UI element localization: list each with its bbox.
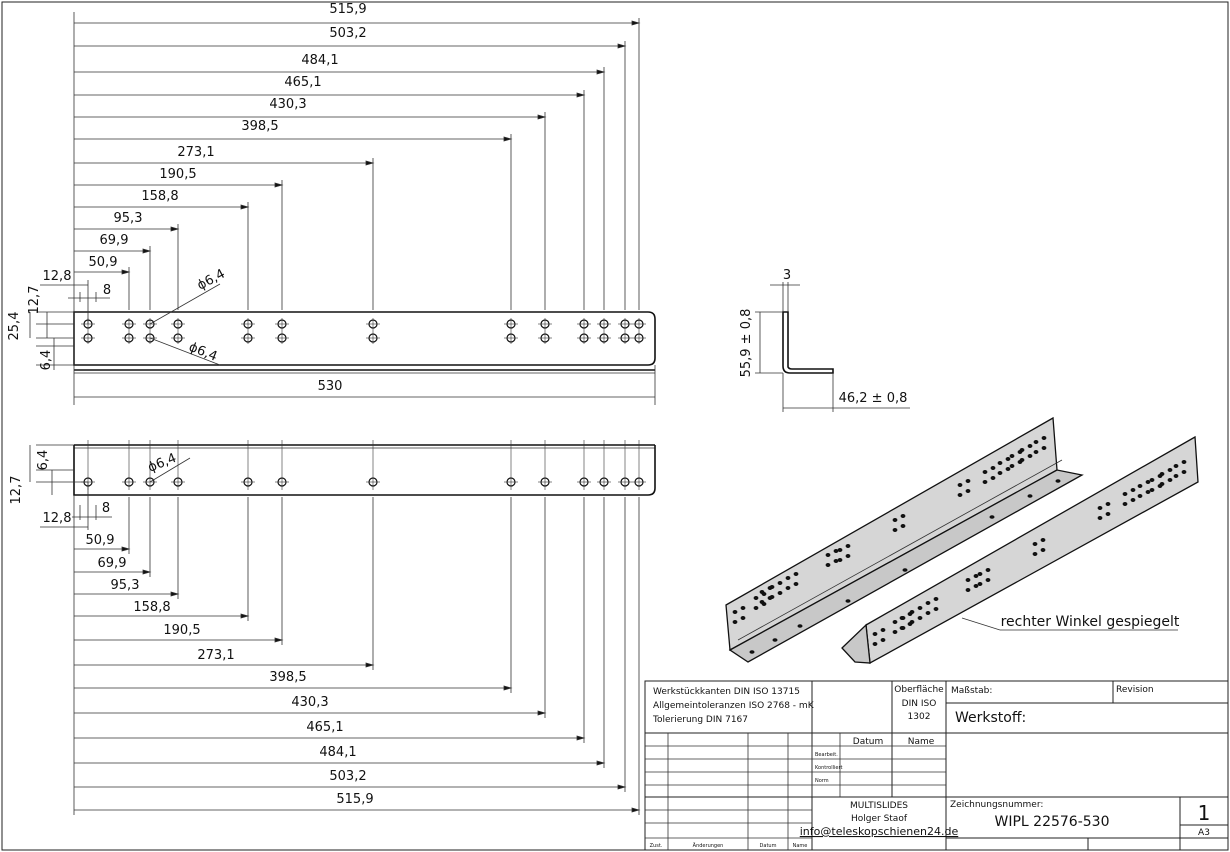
plate-outline-bottom bbox=[73, 445, 656, 496]
dim-503-2-top: 503,2 bbox=[329, 26, 366, 41]
drawing-number: WIPL 22576-530 bbox=[995, 814, 1110, 830]
general-note-2: Allgemeintoleranzen ISO 2768 - mK bbox=[653, 701, 815, 711]
dim-8-bottom: 8 bbox=[102, 501, 110, 516]
dim-thickness: 3 bbox=[783, 268, 791, 283]
dim-503-2-bottom: 503,2 bbox=[329, 769, 366, 784]
dim-50-9-top: 50,9 bbox=[89, 255, 118, 270]
dim-height: 55,9 ± 0,8 bbox=[739, 309, 754, 378]
dim-50-9-bottom: 50,9 bbox=[86, 533, 115, 548]
plate-outline-top bbox=[73, 311, 656, 366]
dim-6-4-top: 6,4 bbox=[39, 350, 54, 371]
section-view: 3 55,9 ± 0,8 46,2 ± 0,8 bbox=[739, 268, 910, 412]
dim-465-1-top: 465,1 bbox=[284, 75, 321, 90]
dim-273-1-top: 273,1 bbox=[177, 145, 214, 160]
top-view: 515,9 503,2 484,1 465,1 430,3 398,5 273,… bbox=[7, 2, 656, 405]
dim-398-5-bottom: 398,5 bbox=[269, 670, 306, 685]
surface-3: 1302 bbox=[908, 712, 931, 722]
dim-465-1-bottom: 465,1 bbox=[306, 720, 343, 735]
row-label-2: Kontrolliert bbox=[815, 765, 843, 771]
dim-8-top: 8 bbox=[103, 283, 111, 298]
scale-label: Maßstab: bbox=[951, 686, 992, 696]
footer-name: Name bbox=[793, 843, 808, 849]
dim-12-8-bottom: 12,8 bbox=[43, 511, 72, 526]
dim-95-3-bottom: 95,3 bbox=[111, 578, 140, 593]
dim-515-9-bottom: 515,9 bbox=[336, 792, 373, 807]
sheet-format: A3 bbox=[1198, 828, 1210, 838]
iso-note: rechter Winkel gespiegelt bbox=[1001, 614, 1180, 630]
dim-273-1-bottom: 273,1 bbox=[197, 648, 234, 663]
dim-158-8-bottom: 158,8 bbox=[133, 600, 170, 615]
top-holes bbox=[81, 318, 646, 344]
material-label: Werkstoff: bbox=[955, 710, 1026, 726]
bottom-view: 50,9 69,9 95,3 158,8 190,5 273,1 398,5 4… bbox=[9, 440, 656, 815]
dim-6-4-bottom: 6,4 bbox=[36, 450, 51, 471]
title-block: Werkstückkanten DIN ISO 13715 Allgemeint… bbox=[644, 680, 1229, 851]
dim-515-9-top: 515,9 bbox=[329, 2, 366, 17]
dim-12-7-top: 12,7 bbox=[27, 286, 42, 315]
revision-label: Revision bbox=[1116, 685, 1154, 695]
dim-12-7-bottom: 12,7 bbox=[9, 476, 24, 505]
dim-158-8-top: 158,8 bbox=[141, 189, 178, 204]
row-label-1: Bearbeit. bbox=[815, 752, 838, 758]
dim-430-3-bottom: 430,3 bbox=[291, 695, 328, 710]
dim-25-4-top: 25,4 bbox=[7, 312, 22, 341]
general-note-3: Tolerierung DIN 7167 bbox=[652, 715, 748, 725]
dim-430-3-top: 430,3 bbox=[269, 97, 306, 112]
company-email: info@teleskopschienen24.de bbox=[800, 825, 959, 838]
dim-12-8-top: 12,8 bbox=[43, 269, 72, 284]
drawing-number-label: Zeichnungsnummer: bbox=[950, 800, 1043, 810]
company-person: Holger Staof bbox=[851, 814, 908, 824]
dim-width: 46,2 ± 0,8 bbox=[839, 391, 908, 406]
dim-484-1-top: 484,1 bbox=[301, 53, 338, 68]
general-note-1: Werkstückkanten DIN ISO 13715 bbox=[653, 687, 800, 697]
company-name: MULTISLIDES bbox=[850, 801, 908, 811]
row-label-3: Norm bbox=[815, 778, 829, 784]
datum-header: Datum bbox=[853, 737, 883, 747]
dim-530: 530 bbox=[318, 379, 343, 394]
dim-484-1-bottom: 484,1 bbox=[319, 745, 356, 760]
hole-callout-top-2: ϕ6,4 bbox=[187, 340, 220, 365]
surface-2: DIN ISO bbox=[902, 699, 937, 709]
dim-398-5-top: 398,5 bbox=[241, 119, 278, 134]
dim-190-5-top: 190,5 bbox=[159, 167, 196, 182]
isometric-view: rechter Winkel gespiegelt bbox=[725, 416, 1199, 665]
footer-zust: Zust. bbox=[650, 843, 663, 849]
dim-95-3-top: 95,3 bbox=[114, 211, 143, 226]
footer-aenderungen: Änderungen bbox=[693, 842, 724, 849]
footer-datum: Datum bbox=[760, 843, 777, 849]
dim-69-9-top: 69,9 bbox=[100, 233, 129, 248]
name-header: Name bbox=[908, 737, 935, 747]
dim-69-9-bottom: 69,9 bbox=[98, 556, 127, 571]
sheet-number: 1 bbox=[1198, 801, 1211, 825]
hole-callout-bottom: ϕ6,4 bbox=[146, 451, 179, 476]
dim-190-5-bottom: 190,5 bbox=[163, 623, 200, 638]
surface-1: Oberfläche bbox=[894, 685, 944, 695]
hole-callout-top-1: ϕ6,4 bbox=[195, 267, 228, 294]
angle-profile bbox=[782, 311, 834, 374]
